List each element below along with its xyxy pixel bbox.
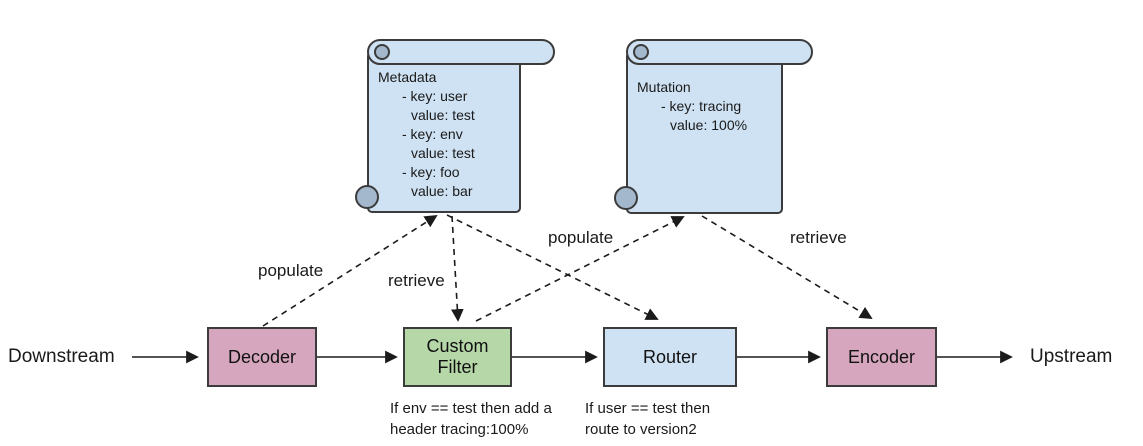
metadata-scroll: Metadata - key: user value: test - key: … — [352, 36, 562, 216]
scroll-top-roll — [626, 39, 813, 65]
metadata-line: - key: user — [402, 88, 468, 104]
router-note: If user == test then route to version2 — [585, 398, 710, 440]
node-encoder-label: Encoder — [847, 346, 916, 367]
mutation-scroll-text: Mutation - key: tracing value: 100% — [637, 78, 747, 135]
node-custom-filter: Custom Filter — [403, 327, 512, 387]
node-decoder-label: Decoder — [227, 346, 297, 367]
edge-label-retrieve-custom-filter: retrieve — [388, 271, 445, 291]
metadata-line: value: test — [411, 145, 475, 161]
mutation-line: value: 100% — [670, 117, 748, 133]
metadata-line: - key: env — [402, 126, 463, 142]
mutation-title: Mutation — [637, 79, 691, 95]
metadata-scroll-text: Metadata - key: user value: test - key: … — [378, 68, 475, 201]
edge-label-populate-mutation: populate — [548, 228, 614, 248]
node-decoder: Decoder — [207, 327, 317, 387]
router-note-line1: If user == test then — [585, 400, 711, 417]
scroll-bottom-curl — [614, 186, 638, 210]
downstream-label: Downstream — [8, 346, 115, 367]
metadata-scroll-shape — [355, 39, 555, 213]
mutation-scroll-shape — [614, 39, 813, 214]
dashed-arrow-custom-filter-populate-mutation — [475, 216, 685, 322]
edge-label-retrieve-encoder: retrieve — [790, 228, 847, 248]
metadata-line: - key: foo — [402, 164, 460, 180]
mutation-scroll: Mutation - key: tracing value: 100% — [612, 36, 817, 216]
edge-label-populate-decoder: populate — [258, 261, 324, 281]
metadata-title: Metadata — [378, 69, 437, 85]
scroll-bottom-curl — [355, 185, 379, 209]
custom-filter-note-line1: If env == test then add a — [390, 400, 552, 417]
custom-filter-note: If env == test then add a header tracing… — [390, 398, 552, 440]
scroll-roll-spiral — [633, 44, 649, 60]
dashed-arrow-metadata-retrieve-custom-filter — [450, 215, 464, 322]
dashed-arrow-decoder-populate-metadata — [262, 214, 438, 327]
metadata-line: value: test — [411, 107, 475, 123]
node-router: Router — [603, 327, 737, 387]
node-custom-filter-label: Custom Filter — [426, 336, 489, 377]
metadata-line: value: bar — [411, 183, 473, 199]
custom-filter-note-line2: header tracing:100% — [390, 421, 529, 438]
node-encoder: Encoder — [826, 327, 937, 387]
mutation-line: - key: tracing — [661, 98, 742, 114]
scroll-roll-spiral — [374, 44, 390, 60]
upstream-label: Upstream — [1030, 346, 1113, 367]
router-note-line2: route to version2 — [585, 421, 697, 438]
scroll-top-roll — [367, 39, 555, 65]
node-router-label: Router — [642, 346, 698, 367]
